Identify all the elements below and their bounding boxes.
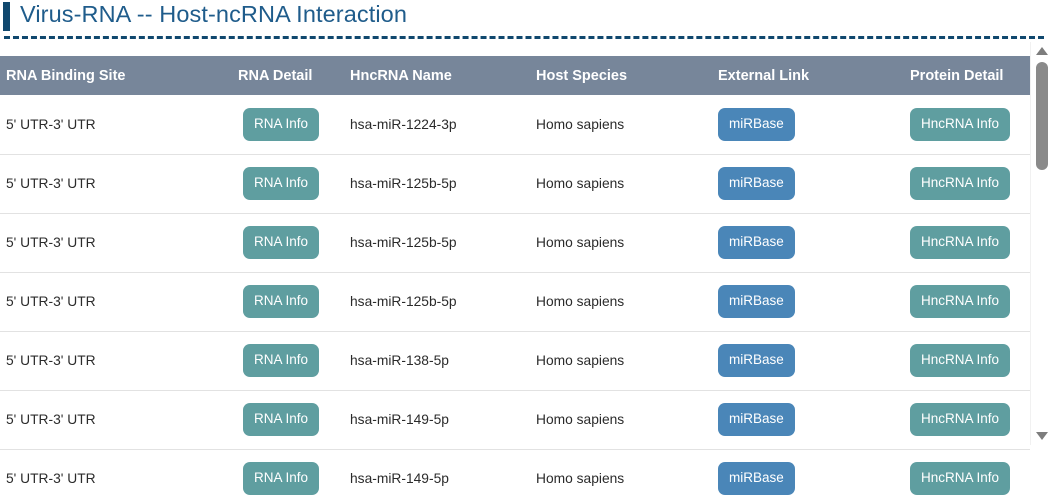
- hncrna-info-button[interactable]: HncRNA Info: [910, 108, 1011, 141]
- cell-rna-binding-site: 5' UTR-3' UTR: [0, 213, 238, 273]
- cell-rna-binding-site: 5' UTR-3' UTR: [0, 331, 238, 391]
- cell-rna-detail: RNA Info: [238, 272, 342, 332]
- cell-rna-detail: RNA Info: [238, 331, 342, 391]
- cell-protein-detail: HncRNA Info: [910, 154, 1030, 214]
- cell-host-species: Homo sapiens: [528, 331, 718, 391]
- cell-protein-detail: HncRNA Info: [910, 213, 1030, 273]
- cell-protein-detail: HncRNA Info: [910, 331, 1030, 391]
- column-header-label: Host Species: [536, 67, 628, 84]
- hncrna-info-button[interactable]: HncRNA Info: [910, 462, 1011, 495]
- cell-rna-binding-site: 5' UTR-3' UTR: [0, 154, 238, 214]
- cell-host-species: Homo sapiens: [528, 95, 718, 155]
- cell-rna-binding-site: 5' UTR-3' UTR: [0, 390, 238, 450]
- hncrna-info-button[interactable]: HncRNA Info: [910, 403, 1011, 436]
- cell-host-species: Homo sapiens: [528, 154, 718, 214]
- column-header-label: RNA Detail: [238, 67, 313, 84]
- column-header-protein-detail[interactable]: Protein Detail: [910, 56, 1030, 95]
- cell-hncrna-name: hsa-miR-125b-5p: [342, 272, 528, 332]
- cell-hncrna-name: hsa-miR-1224-3p: [342, 95, 528, 155]
- cell-rna-detail: RNA Info: [238, 95, 342, 155]
- scrollbar-track[interactable]: [1031, 58, 1052, 429]
- table-header: RNA Binding Site RNA Detail HncRNA Name …: [0, 56, 1030, 95]
- page-title: Virus-RNA -- Host-ncRNA Interaction: [20, 1, 408, 27]
- mirbase-link-button[interactable]: miRBase: [718, 403, 795, 436]
- column-header-label: RNA Binding Site: [6, 67, 126, 84]
- hncrna-info-button[interactable]: HncRNA Info: [910, 167, 1011, 200]
- scrollbar-thumb[interactable]: [1036, 62, 1048, 170]
- rna-info-button[interactable]: RNA Info: [243, 285, 320, 318]
- mirbase-link-button[interactable]: miRBase: [718, 462, 795, 495]
- interaction-table-container: RNA Binding Site RNA Detail HncRNA Name …: [0, 56, 1052, 501]
- column-header-label: HncRNA Name: [350, 67, 452, 84]
- cell-rna-binding-site: 5' UTR-3' UTR: [0, 449, 238, 501]
- rna-info-button[interactable]: RNA Info: [243, 403, 320, 436]
- column-header-label: External Link: [718, 67, 810, 84]
- cell-hncrna-name: hsa-miR-149-5p: [342, 390, 528, 450]
- rna-info-button[interactable]: RNA Info: [243, 462, 320, 495]
- cell-external-link: miRBase: [718, 95, 910, 155]
- cell-hncrna-name: hsa-miR-125b-5p: [342, 213, 528, 273]
- column-header-external-link[interactable]: External Link: [718, 56, 910, 95]
- column-header-label: Protein Detail: [910, 67, 1004, 84]
- cell-external-link: miRBase: [718, 390, 910, 450]
- triangle-up-icon[interactable]: [1035, 46, 1049, 56]
- mirbase-link-button[interactable]: miRBase: [718, 344, 795, 377]
- cell-host-species: Homo sapiens: [528, 390, 718, 450]
- cell-external-link: miRBase: [718, 213, 910, 273]
- cell-external-link: miRBase: [718, 331, 910, 391]
- cell-host-species: Homo sapiens: [528, 213, 718, 273]
- mirbase-link-button[interactable]: miRBase: [718, 108, 795, 141]
- cell-host-species: Homo sapiens: [528, 272, 718, 332]
- column-header-rna-detail[interactable]: RNA Detail: [238, 56, 342, 95]
- cell-protein-detail: HncRNA Info: [910, 390, 1030, 450]
- rna-info-button[interactable]: RNA Info: [243, 226, 320, 259]
- mirbase-link-button[interactable]: miRBase: [718, 285, 795, 318]
- vertical-scrollbar[interactable]: [1030, 42, 1052, 445]
- interaction-table: RNA Binding Site RNA Detail HncRNA Name …: [0, 56, 1030, 501]
- title-accent-bar: [3, 2, 10, 31]
- column-header-host-species[interactable]: Host Species: [528, 56, 718, 95]
- hncrna-info-button[interactable]: HncRNA Info: [910, 285, 1011, 318]
- cell-hncrna-name: hsa-miR-138-5p: [342, 331, 528, 391]
- cell-rna-detail: RNA Info: [238, 449, 342, 501]
- title-dashed-divider: [4, 36, 1044, 39]
- hncrna-info-button[interactable]: HncRNA Info: [910, 344, 1011, 377]
- cell-hncrna-name: hsa-miR-149-5p: [342, 449, 528, 501]
- cell-protein-detail: HncRNA Info: [910, 95, 1030, 155]
- cell-rna-binding-site: 5' UTR-3' UTR: [0, 272, 238, 332]
- column-header-hncrna-name[interactable]: HncRNA Name: [342, 56, 528, 95]
- mirbase-link-button[interactable]: miRBase: [718, 226, 795, 259]
- cell-hncrna-name: hsa-miR-125b-5p: [342, 154, 528, 214]
- cell-rna-detail: RNA Info: [238, 390, 342, 450]
- cell-rna-binding-site: 5' UTR-3' UTR: [0, 95, 238, 155]
- page-header: Virus-RNA -- Host-ncRNA Interaction: [0, 0, 1052, 46]
- cell-protein-detail: HncRNA Info: [910, 272, 1030, 332]
- cell-external-link: miRBase: [718, 272, 910, 332]
- rna-info-button[interactable]: RNA Info: [243, 108, 320, 141]
- cell-external-link: miRBase: [718, 449, 910, 501]
- cell-rna-detail: RNA Info: [238, 154, 342, 214]
- cell-protein-detail: HncRNA Info: [910, 449, 1030, 501]
- table-header-row: RNA Binding Site RNA Detail HncRNA Name …: [0, 56, 1030, 95]
- mirbase-link-button[interactable]: miRBase: [718, 167, 795, 200]
- cell-external-link: miRBase: [718, 154, 910, 214]
- rna-info-button[interactable]: RNA Info: [243, 344, 320, 377]
- rna-info-button[interactable]: RNA Info: [243, 167, 320, 200]
- cell-host-species: Homo sapiens: [528, 449, 718, 501]
- triangle-down-icon[interactable]: [1035, 431, 1049, 441]
- cell-rna-detail: RNA Info: [238, 213, 342, 273]
- hncrna-info-button[interactable]: HncRNA Info: [910, 226, 1011, 259]
- column-header-rna-binding-site[interactable]: RNA Binding Site: [0, 56, 238, 95]
